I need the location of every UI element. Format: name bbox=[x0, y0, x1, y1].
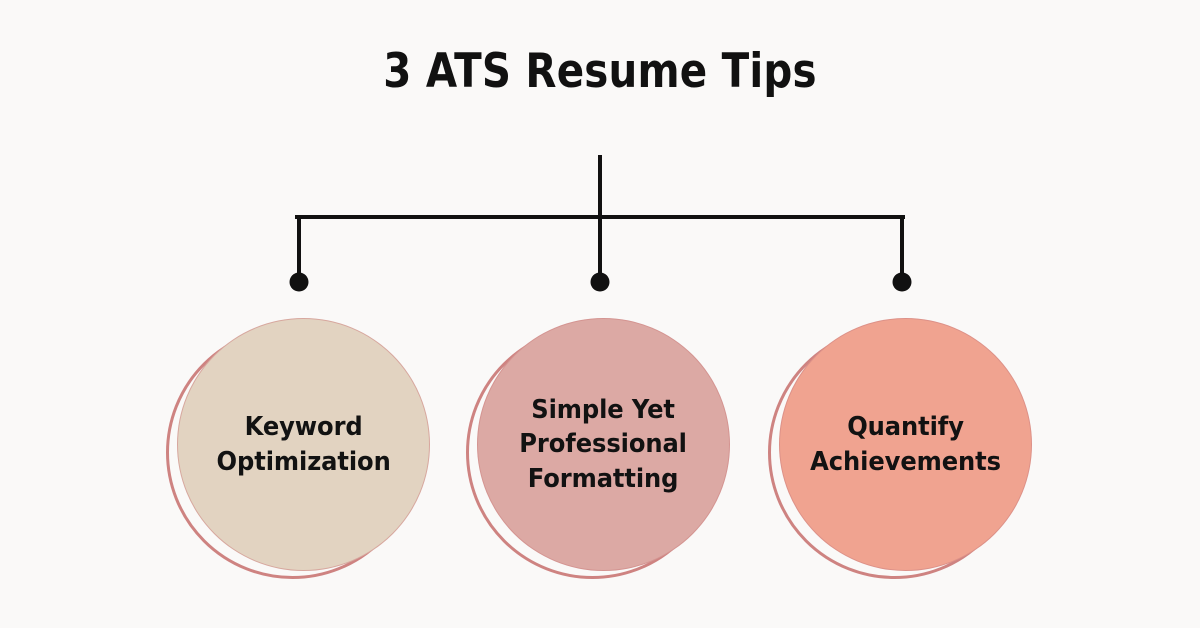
circle-label-3: Quantify Achievements bbox=[810, 412, 1001, 477]
page-title: 3 ATS Resume Tips bbox=[383, 44, 817, 99]
circle-fill-2: Simple Yet Professional Formatting bbox=[477, 318, 730, 571]
circle-label-1: Keyword Optimization bbox=[216, 412, 391, 477]
circle-node-quantify-achievements[interactable]: Quantify Achievements bbox=[768, 318, 1036, 586]
circle-label-2: Simple Yet Professional Formatting bbox=[519, 395, 688, 494]
circle-fill-3: Quantify Achievements bbox=[779, 318, 1032, 571]
circle-node-keyword-optimization[interactable]: Keyword Optimization bbox=[166, 318, 434, 586]
circle-node-simple-professional-formatting[interactable]: Simple Yet Professional Formatting bbox=[466, 318, 734, 586]
circle-fill-1: Keyword Optimization bbox=[177, 318, 430, 571]
